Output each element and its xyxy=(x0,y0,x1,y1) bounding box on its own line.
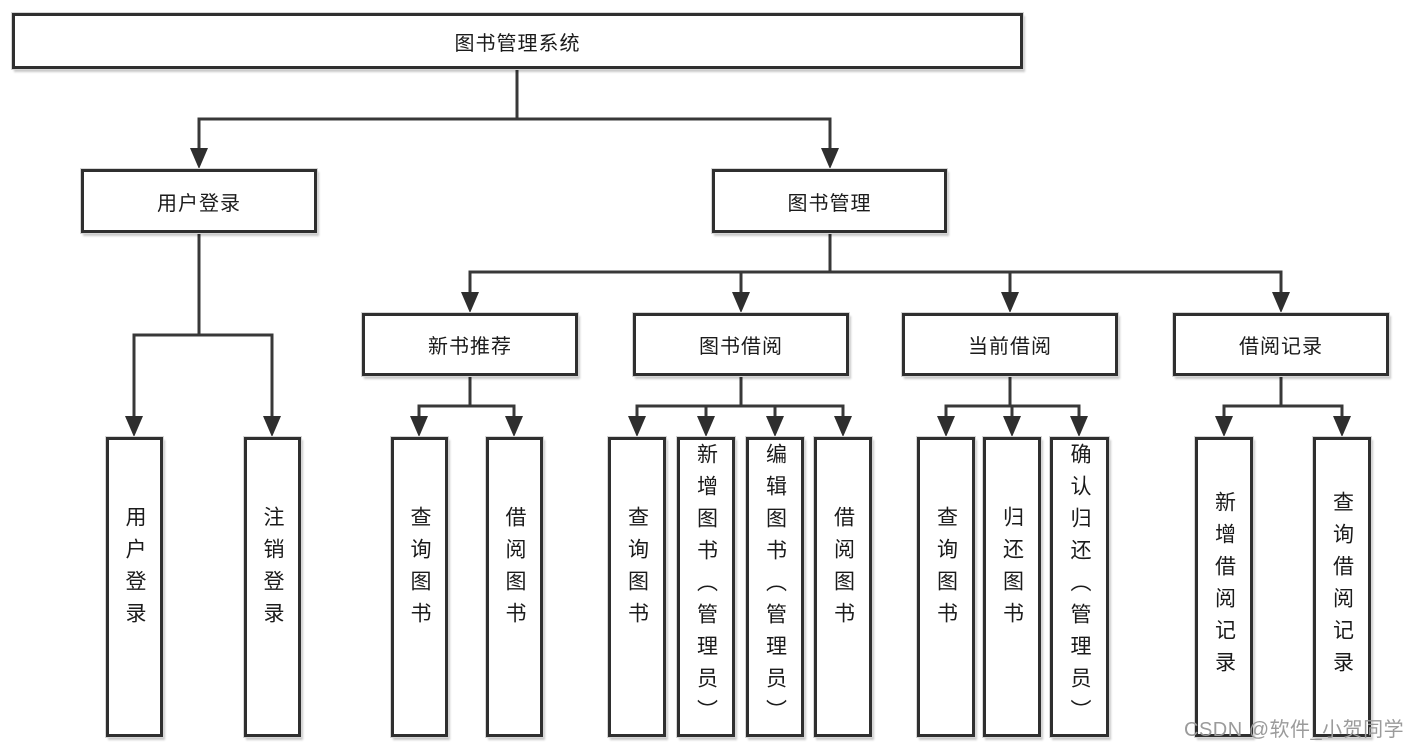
node-user-login: 用户登录 xyxy=(81,169,317,233)
node-book-management: 图书管理 xyxy=(712,169,947,233)
leaf-borrow-books-recommend: 借阅图书 xyxy=(486,437,543,737)
node-new-book-recommend: 新书推荐 xyxy=(362,313,578,376)
node-current-borrow-label: 当前借阅 xyxy=(968,336,1052,358)
node-book-borrow-label: 图书借阅 xyxy=(699,336,783,358)
leaf-query-borrow-record: 查询借阅记录 xyxy=(1313,437,1371,737)
leaf-query-books-current: 查询图书 xyxy=(917,437,975,737)
node-book-management-label: 图书管理 xyxy=(787,192,872,215)
leaf-query-books-recommend: 查询图书 xyxy=(391,437,448,737)
node-user-login-label: 用户登录 xyxy=(157,192,241,215)
csdn-watermark: CSDN @软件_小贺同学 xyxy=(1184,719,1405,741)
leaf-add-books-admin: 新增图书（管理员） xyxy=(677,437,735,737)
leaf-borrow-books: 借阅图书 xyxy=(814,437,872,737)
leaf-confirm-return-admin: 确认归还（管理员） xyxy=(1050,437,1109,737)
node-new-book-recommend-label: 新书推荐 xyxy=(428,336,512,358)
leaf-logout: 注销登录 xyxy=(244,437,301,737)
arrowhead-icons xyxy=(125,148,1351,437)
node-borrow-records: 借阅记录 xyxy=(1173,313,1389,376)
leaf-return-books: 归还图书 xyxy=(983,437,1041,737)
node-current-borrow: 当前借阅 xyxy=(902,313,1118,376)
leaf-edit-books-admin: 编辑图书（管理员） xyxy=(746,437,804,737)
node-book-borrow: 图书借阅 xyxy=(633,313,849,376)
node-root-label: 图书管理系统 xyxy=(454,32,581,55)
leaf-query-books-borrow: 查询图书 xyxy=(608,437,666,737)
leaf-user-login: 用户登录 xyxy=(106,437,163,737)
leaf-add-borrow-record: 新增借阅记录 xyxy=(1195,437,1253,737)
node-borrow-records-label: 借阅记录 xyxy=(1239,336,1323,358)
node-root-library-system: 图书管理系统 xyxy=(12,13,1023,69)
